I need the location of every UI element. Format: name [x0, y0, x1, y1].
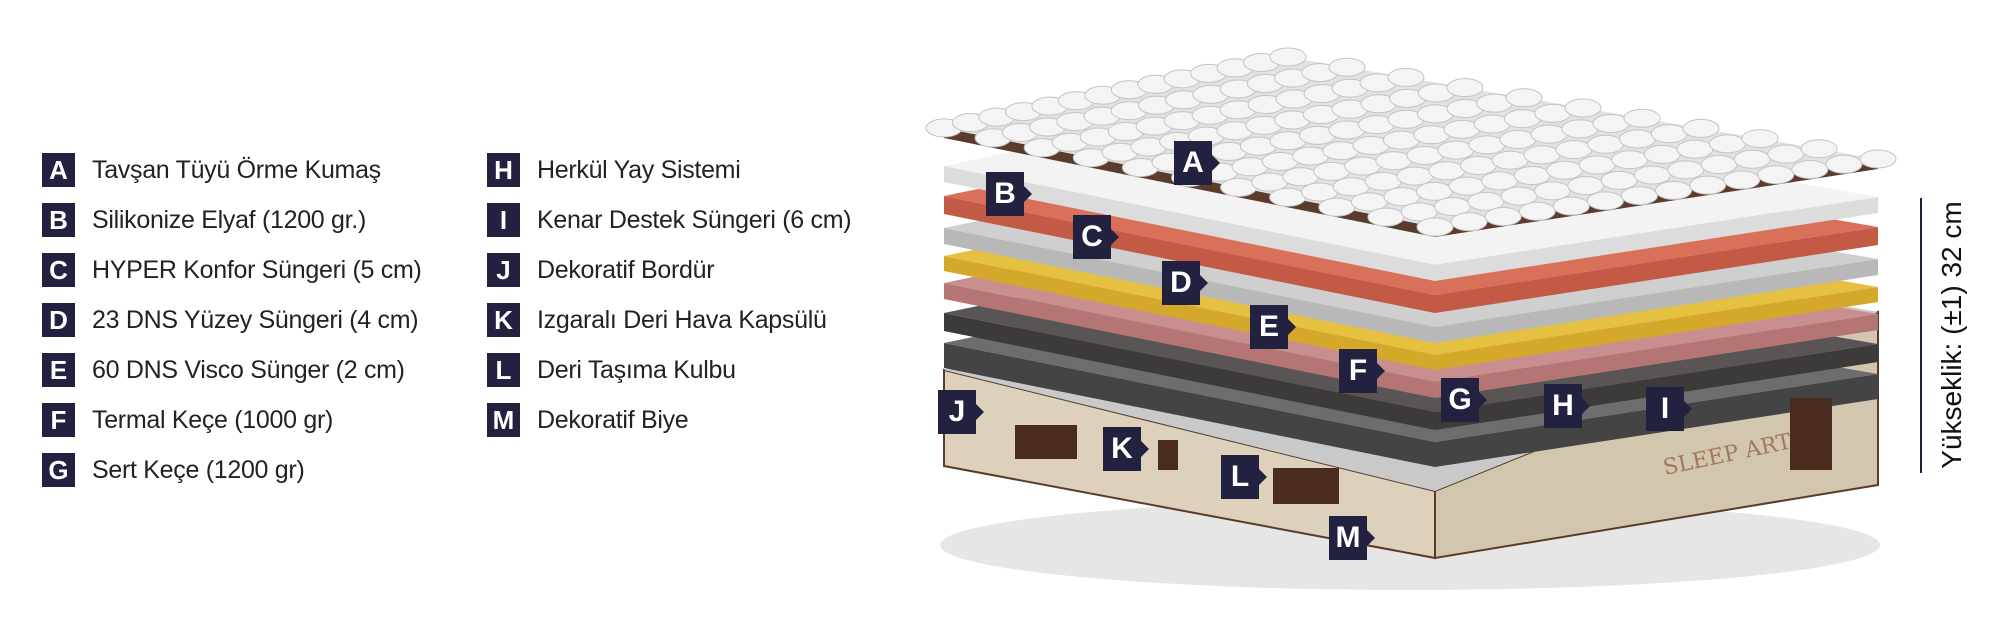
legend-label: Tavşan Tüyü Örme Kumaş — [92, 155, 381, 184]
legend-badge: I — [487, 203, 520, 237]
legend-label: Dekoratif Biye — [537, 405, 689, 434]
legend-label: 23 DNS Yüzey Süngeri (4 cm) — [92, 305, 419, 334]
legend-badge: E — [42, 353, 75, 387]
callout-d: D — [1162, 261, 1208, 305]
legend-badge: K — [487, 303, 520, 337]
layer-e-side — [1435, 287, 1878, 370]
layer-c-front — [944, 196, 1435, 313]
callout-e: E — [1250, 305, 1296, 349]
layer-b-front — [944, 166, 1435, 281]
legend-item-a: A Tavşan Tüyü Örme Kumaş — [42, 153, 381, 187]
legend-label: Termal Keçe (1000 gr) — [92, 405, 334, 434]
layer-springs-front — [944, 343, 1435, 467]
layer-b-side — [1435, 197, 1878, 281]
legend-label: Kenar Destek Süngeri (6 cm) — [537, 205, 852, 234]
legend-badge: J — [487, 253, 520, 287]
callout-c: C — [1073, 215, 1119, 259]
legend-item-e: E 60 DNS Visco Sünger (2 cm) — [42, 353, 405, 387]
legend-badge: A — [42, 153, 75, 187]
handle — [1273, 468, 1339, 504]
callout-h: H — [1544, 384, 1590, 428]
legend-item-g: G Sert Keçe (1200 gr) — [42, 453, 305, 487]
layer-e-front — [944, 256, 1435, 370]
height-indicator-line — [1920, 198, 1922, 473]
legend-item-k: K Izgaralı Deri Hava Kapsülü — [487, 303, 827, 337]
legend-item-j: J Dekoratif Bordür — [487, 253, 715, 287]
legend-label: Deri Taşıma Kulbu — [537, 355, 736, 384]
legend-item-d: D 23 DNS Yüzey Süngeri (4 cm) — [42, 303, 419, 337]
legend-label: Izgaralı Deri Hava Kapsülü — [537, 305, 827, 334]
layer-g-front — [944, 313, 1435, 430]
height-label: Yükseklik: (±1) 32 cm — [1936, 201, 1967, 469]
legend-item-c: C HYPER Konfor Süngeri (5 cm) — [42, 253, 422, 287]
legend-label: Sert Keçe (1200 gr) — [92, 455, 305, 484]
callout-f: F — [1339, 349, 1385, 393]
layer-c-side — [1435, 227, 1878, 313]
legend-item-f: F Termal Keçe (1000 gr) — [42, 403, 333, 437]
legend-label: Herkül Yay Sistemi — [537, 155, 741, 184]
callout-g: G — [1441, 378, 1487, 422]
legend-badge: C — [42, 253, 75, 287]
callout-b: B — [986, 172, 1032, 216]
legend-badge: M — [487, 403, 520, 437]
legend-item-h: H Herkül Yay Sistemi — [487, 153, 741, 187]
legend-item-m: M Dekoratif Biye — [487, 403, 689, 437]
callout-a: A — [1174, 141, 1220, 185]
legend-item-b: B Silikonize Elyaf (1200 gr.) — [42, 203, 366, 237]
air-vent — [1158, 440, 1178, 470]
brand-badge — [1790, 398, 1832, 470]
legend-item-l: L Deri Taşıma Kulbu — [487, 353, 736, 387]
legend-label: Silikonize Elyaf (1200 gr.) — [92, 205, 366, 234]
callout-i: I — [1646, 387, 1692, 431]
layer-f-side — [1435, 314, 1878, 398]
callout-k: K — [1103, 427, 1149, 471]
label-patch — [1015, 425, 1077, 459]
legend-badge: B — [42, 203, 75, 237]
legend-badge: H — [487, 153, 520, 187]
legend-label: HYPER Konfor Süngeri (5 cm) — [92, 255, 422, 284]
layer-d-side — [1435, 259, 1878, 343]
legend-label: 60 DNS Visco Sünger (2 cm) — [92, 355, 405, 384]
legend-label: Dekoratif Bordür — [537, 255, 715, 284]
callout-m: M — [1329, 516, 1375, 560]
legend-badge: F — [42, 403, 75, 437]
layer-f-front — [944, 283, 1435, 398]
callout-l: L — [1221, 455, 1267, 499]
callout-j: J — [938, 390, 984, 434]
quilt-pattern — [925, 47, 1897, 237]
legend-badge: G — [42, 453, 75, 487]
legend-item-i: I Kenar Destek Süngeri (6 cm) — [487, 203, 852, 237]
legend-badge: L — [487, 353, 520, 387]
legend-badge: D — [42, 303, 75, 337]
